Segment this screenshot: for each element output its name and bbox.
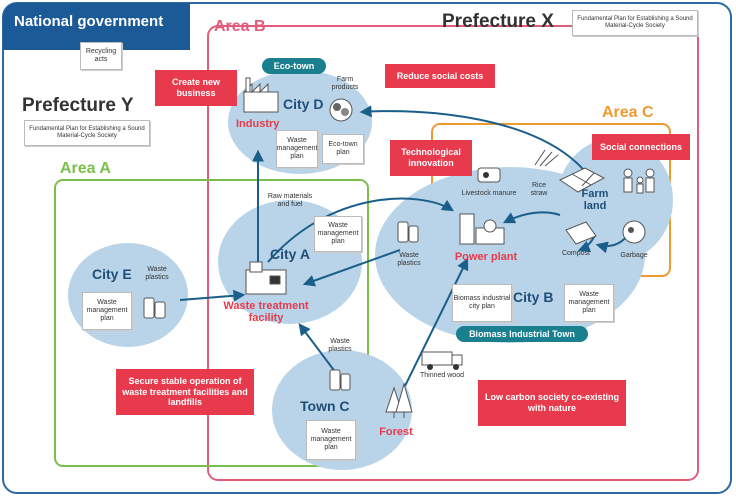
raw-materials-label: Raw materials and fuel — [267, 193, 313, 209]
city-b-biomass-plan-doc: Biomass industrial city plan — [452, 284, 512, 322]
waste-facility-icon — [245, 261, 287, 295]
farm-land-label: Farm land — [581, 188, 609, 213]
area-a-frame — [54, 179, 369, 467]
city-e-waste-plan-doc: Waste management plan — [82, 292, 132, 330]
bottles-icon-city-e — [143, 297, 166, 319]
city-d-name: City D — [283, 96, 324, 112]
city-d-waste-plan-doc: Waste management plan — [276, 130, 318, 168]
prefecture-x-title: Prefecture X — [442, 11, 554, 32]
rice-straw-icon — [534, 149, 559, 167]
secure-operation-callout: Secure stable operation of waste treatme… — [116, 369, 254, 415]
city-a-waste-plan-doc: Waste management plan — [314, 216, 362, 252]
power-plant-icon — [459, 213, 505, 245]
bottles-icon-city-b — [397, 221, 419, 243]
livestock-label: Livestock manure — [461, 190, 517, 197]
area-c-label: Area C — [602, 104, 654, 121]
city-b-waste-label: Waste plastics — [397, 252, 421, 268]
city-e-waste-label: Waste plastics — [145, 266, 169, 282]
rice-straw-label: Rice straw — [530, 182, 548, 198]
national-government-tab — [3, 3, 190, 50]
thinned-wood-label: Thinned wood — [420, 372, 464, 379]
create-business-callout: Create new business — [155, 70, 237, 106]
industry-icon — [242, 77, 279, 113]
area-a-label: Area A — [60, 160, 111, 177]
garbage-icon — [622, 220, 646, 244]
city-a-name: City A — [270, 246, 310, 262]
city-b-waste-plan-doc: Waste management plan — [564, 284, 614, 322]
garbage-label: Garbage — [620, 252, 648, 259]
town-c-name: Town C — [300, 398, 350, 414]
social-connections-callout: Social connections — [592, 134, 690, 160]
farm-land-icon — [558, 167, 606, 193]
recycling-acts-doc: Recycling acts — [80, 42, 122, 70]
low-carbon-callout: Low carbon society co-existing with natu… — [478, 380, 626, 426]
prefecture-y-title: Prefecture Y — [22, 95, 134, 116]
national-government-title: National government — [14, 13, 164, 30]
tech-innovation-callout: Technological innovation — [390, 140, 472, 176]
farm-products-icon — [329, 98, 353, 122]
reduce-costs-callout: Reduce social costs — [385, 64, 495, 88]
industry-label: Industry — [236, 118, 280, 130]
flow-arrows — [179, 105, 629, 387]
compost-label: Compost — [561, 250, 590, 257]
bottles-icon-town-c — [329, 369, 351, 391]
farm-products-label: Farm products — [331, 76, 359, 92]
forest-icon — [385, 382, 413, 418]
cow-icon — [477, 167, 501, 183]
people-icon — [623, 168, 655, 194]
city-d-eco-town-plan-doc: Eco-town plan — [322, 134, 364, 164]
eco-town-pill: Eco-town — [262, 58, 326, 74]
biomass-town-pill: Biomass Industrial Town — [456, 326, 588, 342]
truck-icon — [421, 351, 463, 370]
compost-icon — [565, 221, 597, 245]
forest-label: Forest — [379, 426, 413, 438]
city-e-name: City E — [92, 266, 132, 282]
power-plant-label: Power plant — [454, 251, 518, 263]
prefecture-y-plan-doc: Fundamental Plan for Establishing a Soun… — [24, 120, 150, 146]
area-b-label: Area B — [214, 18, 266, 35]
city-b-name: City B — [513, 289, 554, 305]
town-c-waste-plan-doc: Waste management plan — [306, 420, 356, 460]
waste-facility-label: Waste treatment facility — [223, 300, 309, 325]
area-b-frame — [207, 25, 699, 481]
prefecture-x-plan-doc: Fundamental Plan for Establishing a Soun… — [572, 10, 698, 36]
town-c-waste-label: Waste plastics — [328, 338, 352, 354]
